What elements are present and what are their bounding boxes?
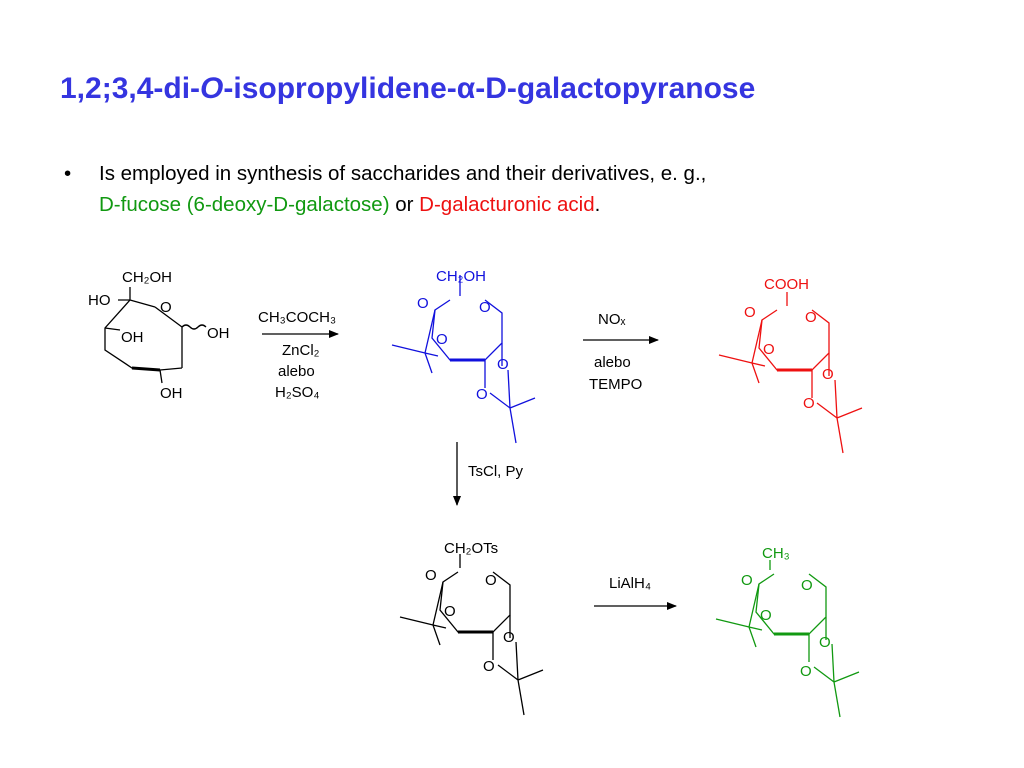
tosylate-o-left: O [425,567,437,584]
fucose-term: D-fucose (6-deoxy-D-galactose) [99,193,390,216]
title-part-alpha: α [456,72,476,105]
fucose-o-bottom: O [800,663,812,680]
galacturonic-cooh: COOH [764,276,809,293]
diacetonide-o-right: O [497,356,509,373]
galactose-oh-4: OH [121,329,144,346]
galacturonic-o-right: O [822,366,834,383]
galacturonic-o-bottom: O [803,395,815,412]
title-part-5: -D-galactopyranose [475,72,756,105]
galactose-oh-2: OH [160,385,183,402]
reagent-1-line-2: ZnCl₂ [282,342,320,359]
title-part-italic-o: O [200,72,224,105]
tosylate-o-bottom: O [483,658,495,675]
slide-title: 1,2;3,4-di-O-isopropylidene-α-D-galactop… [60,72,755,106]
reagent-4: LiAlH₄ [609,575,651,592]
galacturonic-ring-o: O [805,309,817,326]
fucose-o-mid: O [760,607,772,624]
reagent-2-line-3: TEMPO [589,376,642,393]
reagent-1-line-3: alebo [278,363,315,380]
fucose-ch3: CH₃ [762,545,790,562]
fucose-ring-o: O [801,577,813,594]
tosylate-ch2ots: CH₂OTs [444,540,498,557]
tosylate-ring-o: O [485,572,497,589]
diacetonide-galactose-molecule [390,275,537,445]
title-part-3: -isopropylidene- [223,72,457,105]
tosylate-molecule [398,554,545,717]
diacetonide-o-left: O [417,295,429,312]
period: . [594,193,601,216]
diacetonide-ring-o: O [479,299,491,316]
tosylate-o-right: O [503,629,515,646]
galacturonic-o-left: O [744,304,756,321]
diacetonide-o-mid: O [436,331,448,348]
or-word: or [389,193,420,216]
reagent-3: TsCl, Py [468,463,524,480]
galactose-ch2oh: CH₂OH [122,269,172,286]
reagent-1-line-4: H₂SO₄ [275,384,319,401]
galacturonic-term: D-galacturonic acid [419,193,595,216]
reagent-2-line-1: NOₓ [598,311,626,328]
diacetonide-ch2oh: CH₂OH [436,268,486,285]
title-part-1: 1,2;3,4-di- [60,72,201,105]
tosylate-o-mid: O [444,603,456,620]
galacturonic-o-mid: O [763,341,775,358]
fucose-molecule [714,560,861,719]
fucose-o-right: O [819,634,831,651]
galactose-molecule [104,287,207,384]
diacetonide-o-bottom: O [476,386,488,403]
reagent-1-line-1: CH₃COCH₃ [258,309,336,326]
bullet-line-1: Is employed in synthesis of saccharides … [99,162,707,185]
bullet-line-2: D-fucose (6-deoxy-D-galactose) or D-gala… [99,189,706,220]
galacturonic-acid-molecule [717,292,864,455]
reagent-2-line-2: alebo [594,354,631,371]
fucose-o-left: O [741,572,753,589]
bullet-icon: • [64,162,72,185]
bullet-text: Is employed in synthesis of saccharides … [99,158,706,220]
galactose-ring-o: O [160,299,172,316]
galactose-anomeric-oh: OH [207,325,230,342]
galactose-ho: HO [88,292,111,309]
